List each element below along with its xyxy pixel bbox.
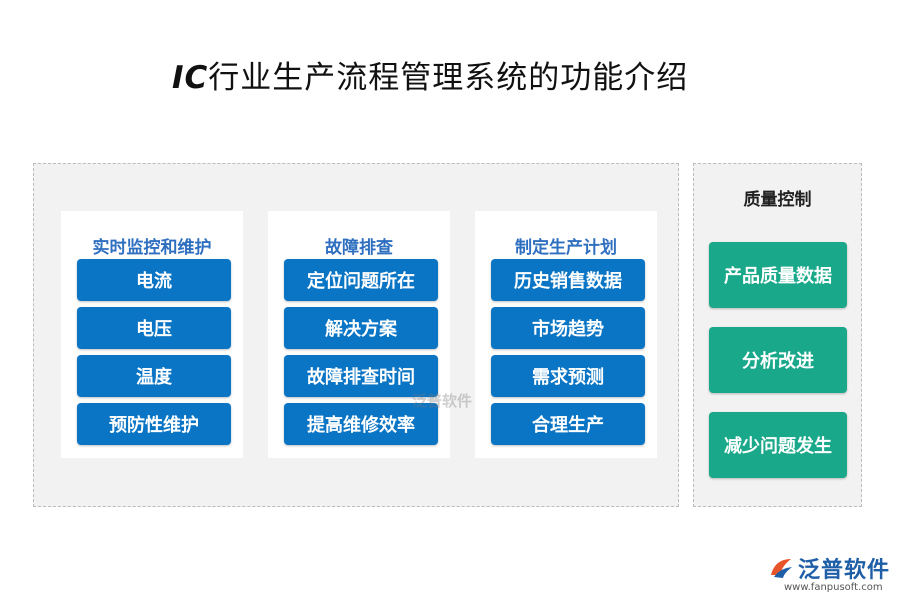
item-box: 电流 (77, 259, 231, 301)
side-item: 分析改进 (709, 327, 847, 393)
item-box: 市场趋势 (491, 307, 645, 349)
side-title: 质量控制 (743, 190, 812, 210)
title-prefix: IC (172, 60, 209, 96)
logo-text: 泛普软件 (798, 558, 891, 583)
logo-icon (771, 559, 792, 578)
item-box: 提高维修效率 (284, 403, 438, 445)
item-box: 温度 (77, 355, 231, 397)
column-title: 故障排查 (325, 238, 393, 258)
logo-url: www.fanpusoft.com (784, 582, 883, 593)
column-planning: 制定生产计划 历史销售数据 市场趋势 需求预测 合理生产 (475, 211, 657, 458)
brand-logo: 泛普软件 (768, 552, 890, 584)
item-box: 预防性维护 (77, 403, 231, 445)
item-box: 历史销售数据 (491, 259, 645, 301)
item-box: 定位问题所在 (284, 259, 438, 301)
page-title: IC行业生产流程管理系统的功能介绍 (172, 52, 688, 97)
column-monitoring: 实时监控和维护 电流 电压 温度 预防性维护 (61, 211, 243, 458)
column-title: 实时监控和维护 (92, 238, 212, 258)
title-text: 行业生产流程管理系统的功能介绍 (208, 60, 689, 96)
side-item: 产品质量数据 (709, 242, 847, 308)
item-box: 解决方案 (284, 307, 438, 349)
item-box: 故障排查时间 (284, 355, 438, 397)
side-item: 减少问题发生 (709, 412, 847, 478)
column-troubleshooting: 故障排查 定位问题所在 解决方案 故障排查时间 提高维修效率 (268, 211, 450, 458)
item-box: 需求预测 (491, 355, 645, 397)
item-box: 电压 (77, 307, 231, 349)
column-title: 制定生产计划 (515, 238, 617, 258)
item-box: 合理生产 (491, 403, 645, 445)
